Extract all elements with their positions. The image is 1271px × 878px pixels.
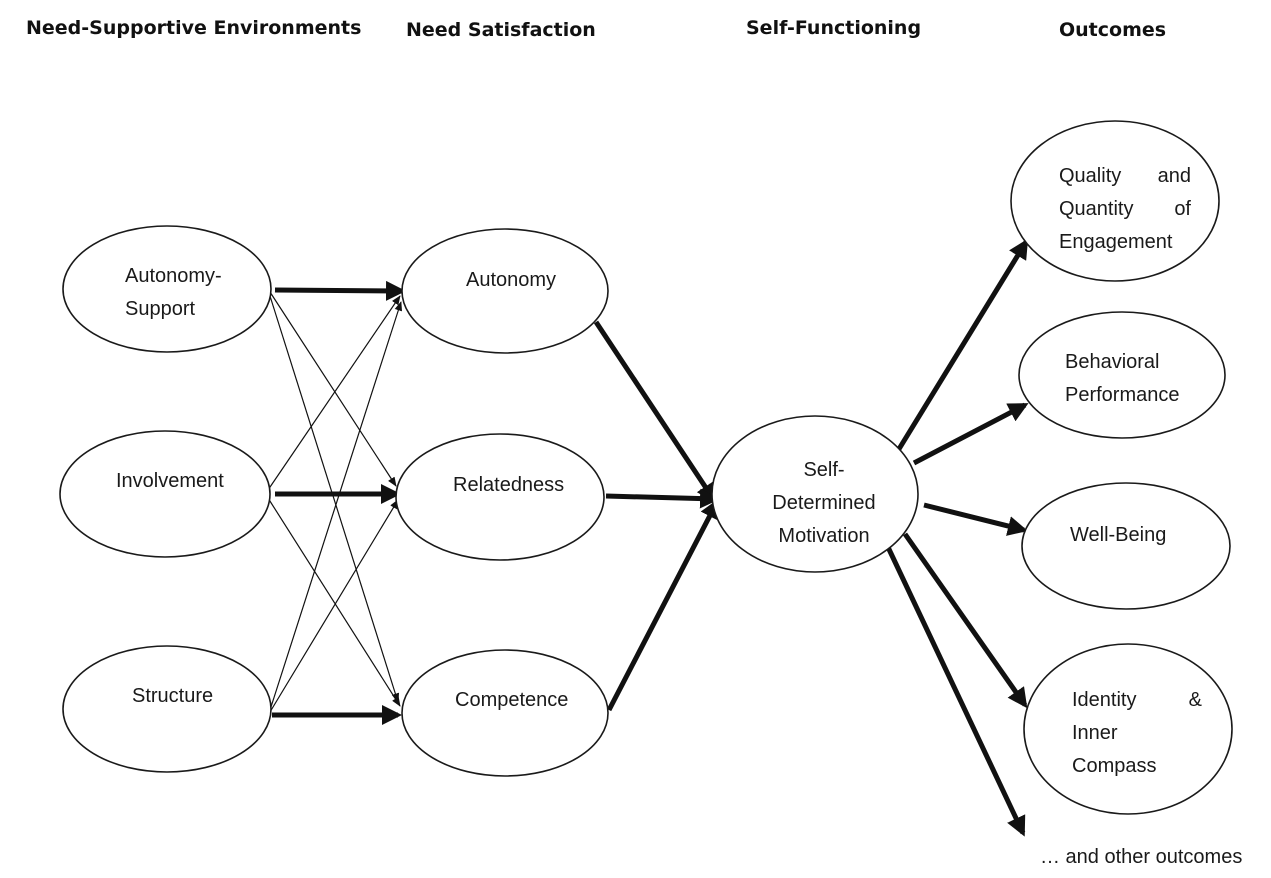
node-autonomy-label-0: Autonomy [466, 269, 556, 291]
node-involvement: Involvement [59, 430, 271, 558]
node-autonomy: Autonomy [401, 228, 609, 354]
node-quality-quantity-engagement-label-1-a: Quantity [1059, 198, 1133, 220]
node-self-determined-motivation-label-0: Self- [803, 459, 844, 481]
arrow-structure-to-relatedness [269, 499, 399, 713]
arrow-self-determined-motivation-to-quality-quantity-engagement [896, 238, 1029, 451]
node-involvement-ellipse [59, 430, 271, 558]
node-identity-inner-compass-label-2: Compass [1072, 755, 1156, 777]
edges [267, 238, 1029, 837]
arrow-autonomy-support-to-autonomy [274, 280, 406, 301]
column-header-env: Need-Supportive Environments [26, 17, 361, 39]
arrow-autonomy-support-to-competence [269, 295, 400, 703]
node-autonomy-support-label-0: Autonomy- [125, 265, 222, 287]
arrow-competence-to-self-determined-motivation [606, 498, 720, 712]
node-self-determined-motivation-label-2: Motivation [778, 525, 869, 547]
arrow-self-determined-motivation-to-identity-inner-compass [902, 532, 1028, 709]
node-structure-label-0: Structure [132, 685, 213, 707]
node-quality-quantity-engagement-ellipse [1010, 120, 1220, 282]
arrow-self-determined-motivation-to-behavioral-performance [912, 402, 1029, 466]
node-identity-inner-compass-ellipse [1023, 643, 1233, 815]
node-involvement-label-0: Involvement [116, 470, 224, 492]
node-well-being-ellipse [1021, 482, 1231, 610]
arrow-structure-to-autonomy [269, 301, 403, 711]
node-competence: Competence [401, 649, 609, 777]
node-autonomy-support-ellipse [62, 225, 272, 353]
node-well-being: Well-Being [1021, 482, 1231, 610]
node-relatedness-ellipse [395, 433, 605, 561]
node-quality-quantity-engagement-label-0-a: Quality [1059, 165, 1121, 187]
other-outcomes-label: … and other outcomes [1040, 846, 1242, 868]
node-autonomy-support: Autonomy- Support [62, 225, 272, 353]
arrow-autonomy-support-to-relatedness [269, 291, 397, 487]
arrow-relatedness-to-self-determined-motivation [605, 488, 720, 509]
node-behavioral-performance-label-1: Performance [1065, 384, 1180, 406]
column-header-out: Outcomes [1059, 19, 1166, 41]
node-autonomy-ellipse [401, 228, 609, 354]
arrow-self-determined-motivation-to-other-outcomes [884, 543, 1026, 837]
node-quality-quantity-engagement-label-2: Engagement [1059, 231, 1173, 253]
node-identity-inner-compass-label-0-b: & [1189, 689, 1203, 711]
node-competence-ellipse [401, 649, 609, 777]
arrow-involvement-to-competence [267, 497, 401, 707]
node-relatedness: Relatedness [395, 433, 605, 561]
node-autonomy-support-label-1: Support [125, 298, 195, 320]
node-structure-ellipse [62, 645, 272, 773]
column-header-sat: Need Satisfaction [406, 19, 596, 41]
node-quality-quantity-engagement-label-0-b: and [1158, 165, 1191, 187]
node-relatedness-label-0: Relatedness [453, 474, 564, 496]
node-behavioral-performance-label-0: Behavioral [1065, 351, 1160, 373]
arrow-self-determined-motivation-to-well-being [923, 502, 1028, 536]
node-well-being-label-0: Well-Being [1070, 524, 1166, 546]
node-behavioral-performance-ellipse [1018, 311, 1226, 439]
column-header-func: Self-Functioning [746, 17, 921, 39]
node-identity-inner-compass-label-1: Inner [1072, 722, 1118, 744]
node-identity-inner-compass-label-0-a: Identity [1072, 689, 1136, 711]
arrow-autonomy-to-self-determined-motivation [593, 320, 717, 504]
arrow-involvement-to-autonomy [267, 295, 401, 491]
node-competence-label-0: Competence [455, 689, 568, 711]
node-self-determined-motivation-label-1: Determined [772, 492, 875, 514]
column-headers: Need-Supportive Environments Need Satisf… [26, 17, 1166, 41]
node-structure: Structure [62, 645, 272, 773]
node-self-determined-motivation-ellipse [711, 415, 919, 573]
node-quality-quantity-engagement-label-1-b: of [1174, 198, 1191, 220]
